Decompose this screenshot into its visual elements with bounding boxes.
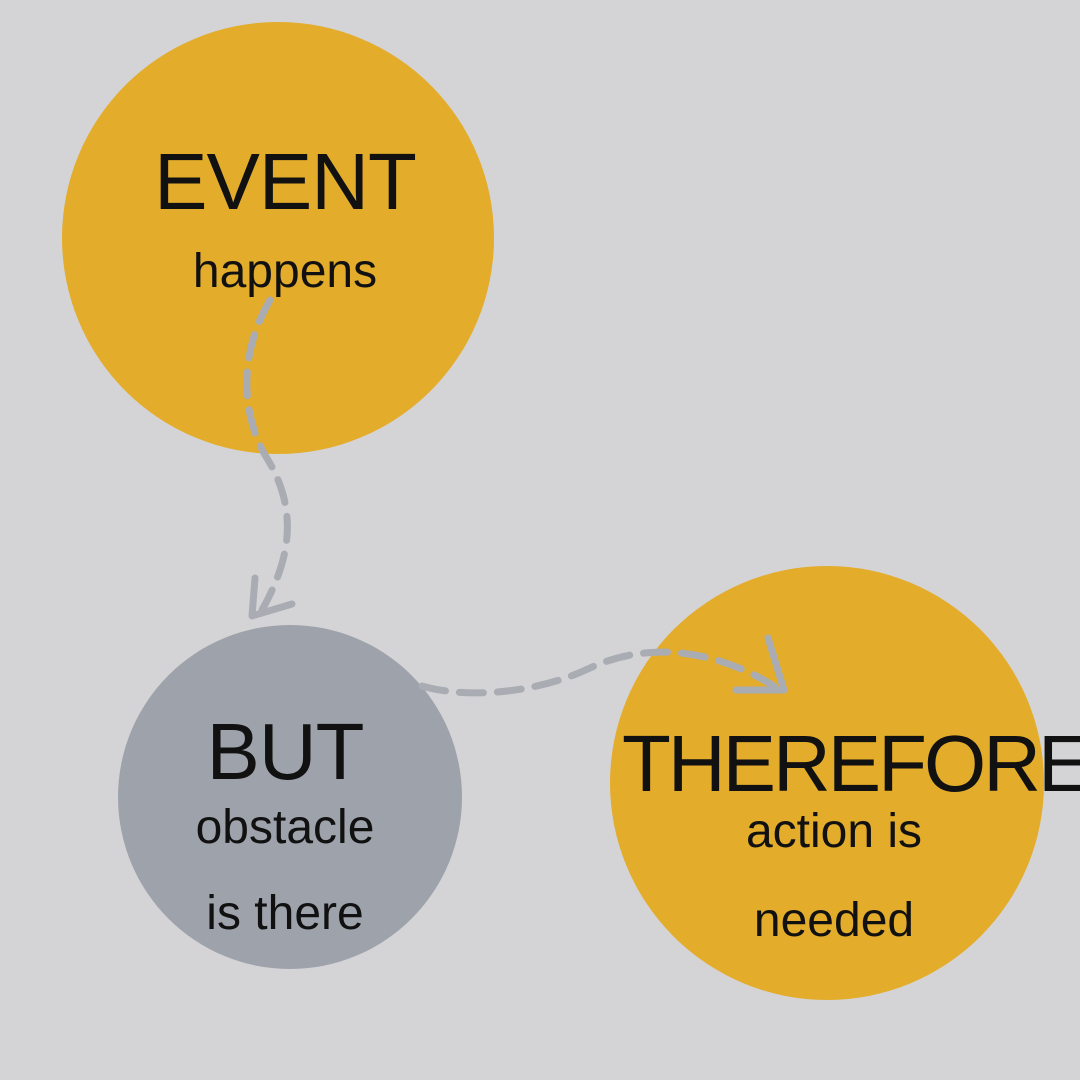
- therefore-subtitle-line-2: needed: [753, 894, 915, 947]
- event-title: EVENT: [154, 137, 417, 226]
- but-circle: [118, 625, 462, 969]
- but-subtitle-line-1: obstacle: [195, 801, 375, 854]
- therefore-title: THEREFORE: [622, 719, 1080, 808]
- therefore-circle: [610, 566, 1044, 1000]
- arrowhead-event-to-but: [248, 574, 296, 620]
- but-subtitle-line-2: is there: [206, 887, 364, 940]
- but-title: BUT: [206, 707, 365, 796]
- therefore-subtitle-line-1: action is: [745, 805, 923, 858]
- event-circle: [62, 22, 494, 454]
- event-subtitle: happens: [192, 245, 378, 298]
